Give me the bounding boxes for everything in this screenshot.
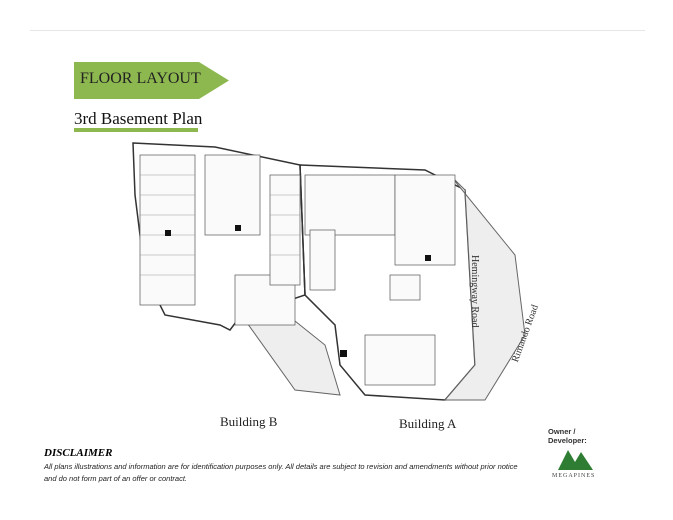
- floor-plan: [132, 142, 526, 401]
- banner-arrow: [74, 62, 229, 99]
- hatched-area: [443, 174, 526, 401]
- building-a-label: Building A: [399, 416, 457, 431]
- owner-label-2: Developer:: [548, 436, 587, 445]
- disclaimer-title: DISCLAIMER: [44, 447, 113, 459]
- subtitle-underline: [74, 128, 198, 132]
- road-label-1: Hemingway Road: [469, 255, 480, 328]
- page-subtitle: 3rd Basement Plan: [74, 109, 203, 128]
- disclaimer-text: All plans illustrations and information …: [44, 462, 518, 483]
- owner-label-1: Owner /: [548, 427, 576, 436]
- building-b-label: Building B: [220, 414, 278, 429]
- megapines-logo: MEGAPINES: [552, 450, 595, 478]
- owner-label: Owner /Developer:: [548, 427, 587, 445]
- banner-title: FLOOR LAYOUT: [80, 70, 201, 87]
- top-divider: [30, 30, 645, 31]
- svg-text:MEGAPINES: MEGAPINES: [552, 473, 595, 478]
